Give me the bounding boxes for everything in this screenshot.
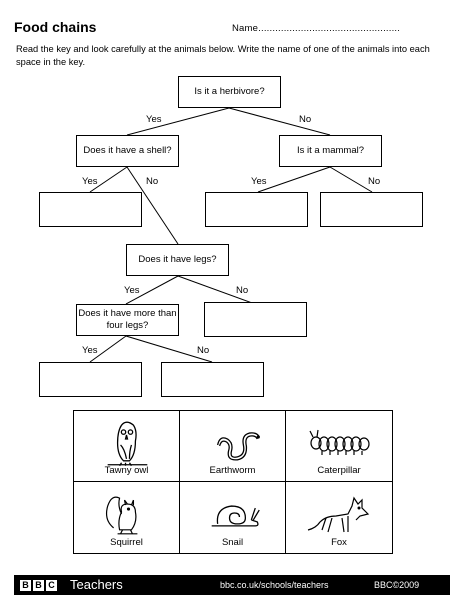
animal-cell: Earthworm bbox=[180, 411, 286, 482]
answer-box-no-legs[interactable] bbox=[204, 302, 307, 337]
label-yes: Yes bbox=[124, 285, 140, 296]
question-herbivore: Is it a herbivore? bbox=[178, 76, 281, 108]
label-yes: Yes bbox=[251, 176, 267, 187]
label-no: No bbox=[368, 176, 381, 187]
question-more-legs: Does it have more than four legs? bbox=[76, 304, 179, 336]
animal-cell: Tawny owl bbox=[74, 411, 180, 482]
animal-label: Caterpillar bbox=[317, 465, 361, 476]
animal-grid: Tawny owl Earthworm Cate bbox=[73, 410, 393, 554]
label-yes: Yes bbox=[146, 114, 162, 125]
squirrel-icon bbox=[105, 496, 138, 535]
footer-copyright: BBC©2009 bbox=[374, 580, 420, 590]
animal-label: Fox bbox=[331, 537, 347, 548]
answer-box-shell[interactable] bbox=[39, 192, 142, 227]
animal-label: Earthworm bbox=[209, 465, 256, 476]
label-yes: Yes bbox=[82, 345, 98, 356]
animal-cell: Squirrel bbox=[74, 482, 180, 553]
label-no: No bbox=[236, 285, 249, 296]
answer-box-few-legs[interactable] bbox=[161, 362, 264, 397]
animal-cell: Snail bbox=[180, 482, 286, 553]
label-no: No bbox=[146, 176, 159, 187]
animal-label: Tawny owl bbox=[104, 465, 149, 476]
animal-cell: Caterpillar bbox=[286, 411, 392, 482]
animal-label: Snail bbox=[221, 537, 244, 548]
animal-label: Squirrel bbox=[110, 537, 143, 548]
snail-icon bbox=[211, 505, 260, 527]
owl-icon bbox=[107, 421, 148, 467]
animal-cell: Fox bbox=[286, 482, 392, 553]
caterpillar-icon bbox=[309, 429, 370, 455]
question-shell: Does it have a shell? bbox=[76, 135, 179, 167]
worksheet-title: Food chains bbox=[14, 19, 97, 35]
footer-brand: Teachers bbox=[70, 577, 123, 592]
footer-url[interactable]: bbc.co.uk/schools/teachers bbox=[220, 580, 329, 590]
question-legs: Does it have legs? bbox=[126, 244, 229, 276]
earthworm-icon bbox=[217, 432, 260, 461]
answer-box-mammal[interactable] bbox=[205, 192, 308, 227]
name-field[interactable]: Name....................................… bbox=[232, 23, 401, 34]
answer-box-not-mammal[interactable] bbox=[320, 192, 423, 227]
answer-box-many-legs[interactable] bbox=[39, 362, 142, 397]
label-no: No bbox=[299, 114, 312, 125]
label-no: No bbox=[197, 345, 210, 356]
label-yes: Yes bbox=[82, 176, 98, 187]
instructions: Read the key and look carefully at the a… bbox=[16, 44, 430, 67]
question-mammal: Is it a mammal? bbox=[279, 135, 382, 167]
fox-icon bbox=[307, 496, 370, 533]
